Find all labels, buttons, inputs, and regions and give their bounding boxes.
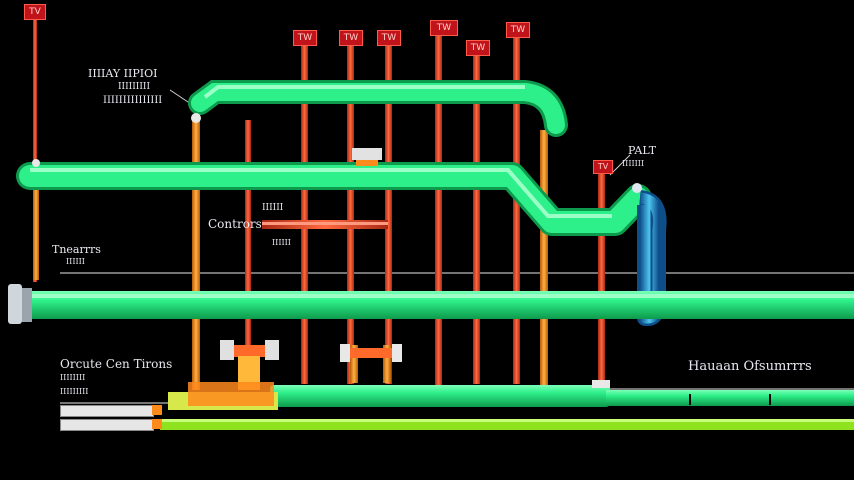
riser-tag-3: TW bbox=[339, 30, 363, 46]
right-top-sub: IIIIIII bbox=[622, 159, 645, 168]
riser-tag-5: TW bbox=[430, 20, 458, 36]
support-columns bbox=[33, 115, 548, 390]
controls-tag-top: IIIIII bbox=[262, 203, 284, 213]
top-left-label-2: IIIIIIIII bbox=[118, 82, 150, 92]
riser-tag-1: TV bbox=[24, 4, 46, 20]
controls-label: Contrors bbox=[208, 217, 262, 231]
ticket-marker-1 bbox=[152, 405, 162, 415]
riser-tag-4: TW bbox=[377, 30, 401, 46]
middle-pipe bbox=[16, 162, 652, 236]
valve-assemblies bbox=[32, 113, 771, 406]
riser-pipes bbox=[33, 12, 605, 388]
left-mid-sub: IIIIII bbox=[66, 257, 85, 266]
control-line bbox=[262, 220, 388, 229]
bottom-left-ticket-2 bbox=[60, 419, 154, 431]
right-top-label: PALT bbox=[628, 144, 657, 157]
ticket-marker-2 bbox=[152, 419, 162, 429]
controls-tag-bottom: IIIIII bbox=[272, 238, 291, 247]
top-left-label-3: IIIIIIIIIIIIIII bbox=[103, 95, 163, 106]
top-left-label-1: IIIIAY IIPIOI bbox=[88, 67, 158, 80]
riser-tag-6: TW bbox=[466, 40, 490, 56]
bottom-left-sub-1: IIIIIIII bbox=[60, 373, 86, 382]
reference-lines bbox=[60, 89, 854, 404]
riser-tag-2: TW bbox=[293, 30, 317, 46]
left-mid-title: Tnearrrs bbox=[52, 243, 101, 256]
bottom-right-title: Hauaan Ofsumrrrs bbox=[688, 359, 812, 374]
bottom-left-title: Orcute Cen Tirons bbox=[60, 357, 173, 371]
bottom-left-ticket-1 bbox=[60, 405, 154, 417]
riser-tag-8: TV bbox=[593, 160, 613, 174]
upper-header-pipe bbox=[188, 80, 568, 137]
riser-tag-7: TW bbox=[506, 22, 530, 38]
bottom-left-sub-2: IIIIIIIII bbox=[60, 387, 89, 396]
main-pipe bbox=[8, 284, 854, 324]
